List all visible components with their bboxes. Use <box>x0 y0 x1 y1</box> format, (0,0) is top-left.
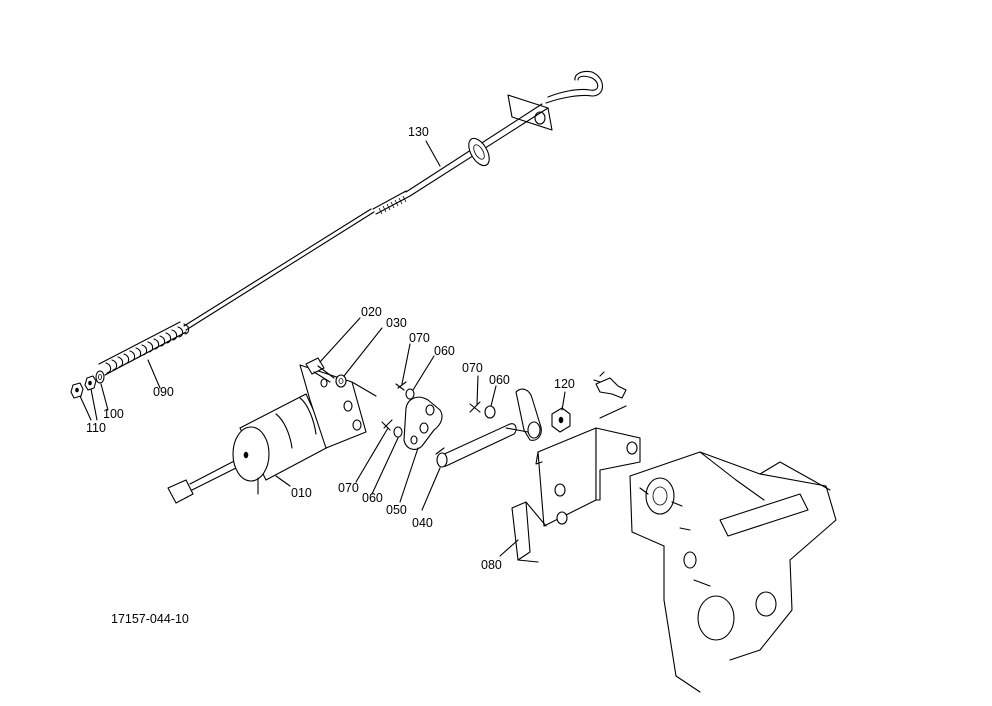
leader-090 <box>147 359 161 389</box>
callout-050: 050 <box>386 503 407 517</box>
lever-arm <box>505 388 542 441</box>
callout-070-lower: 070 <box>338 481 359 495</box>
clip-070-lower <box>381 419 393 431</box>
leader-100 <box>100 383 109 411</box>
leader-110a <box>79 395 92 421</box>
callout-010: 010 <box>291 486 312 500</box>
drawing-number: 17157-044-10 <box>111 612 189 626</box>
callout-130: 130 <box>408 125 429 139</box>
link-rod-040 <box>435 423 517 468</box>
callout-060-lower: 060 <box>362 491 383 505</box>
bracket-080 <box>511 405 641 563</box>
spring-090 <box>98 321 190 376</box>
leader-070b <box>355 427 389 483</box>
callout-080: 080 <box>481 558 502 572</box>
leader-060a <box>412 355 435 391</box>
callout-060-right: 060 <box>489 373 510 387</box>
leader-080 <box>499 539 519 557</box>
clip-hardware <box>593 371 627 399</box>
washer-030 <box>335 374 347 388</box>
washer-060-right <box>484 405 496 419</box>
rod-assembly-130 <box>183 70 604 331</box>
leader-050 <box>399 447 419 503</box>
leader-030 <box>343 327 383 377</box>
leader-060c <box>490 385 497 407</box>
callout-110: 110 <box>86 421 106 435</box>
callout-060-upper: 060 <box>434 344 455 358</box>
engine-block-outline <box>629 451 837 693</box>
callout-070-right: 070 <box>462 361 483 375</box>
leader-120 <box>561 391 566 411</box>
solenoid-010 <box>167 364 377 504</box>
callout-040: 040 <box>412 516 433 530</box>
washer-060-lower <box>393 426 403 438</box>
leader-070a <box>401 343 411 385</box>
callout-120: 120 <box>554 377 575 391</box>
washer-100 <box>95 370 105 384</box>
callout-labels: 130 090 100 110 020 030 070 060 010 070 … <box>86 125 575 626</box>
callout-100: 100 <box>103 407 124 421</box>
leader-040 <box>421 467 441 511</box>
leader-110b <box>90 388 98 421</box>
callout-030: 030 <box>386 316 407 330</box>
callout-090: 090 <box>153 385 174 399</box>
nut-110 <box>70 375 97 399</box>
leader-010 <box>275 475 291 487</box>
nut-120 <box>551 407 571 433</box>
washer-060-upper <box>405 388 415 400</box>
callout-070-upper: 070 <box>409 331 430 345</box>
clip-070-right <box>469 401 481 413</box>
clip-070-upper <box>395 381 407 391</box>
leader-130 <box>425 140 441 167</box>
callout-020: 020 <box>361 305 382 319</box>
leader-020 <box>319 317 361 363</box>
leader-lines <box>79 140 566 557</box>
leader-070c <box>476 375 479 405</box>
link-plate-050 <box>403 396 443 450</box>
leader-060b <box>371 437 399 495</box>
